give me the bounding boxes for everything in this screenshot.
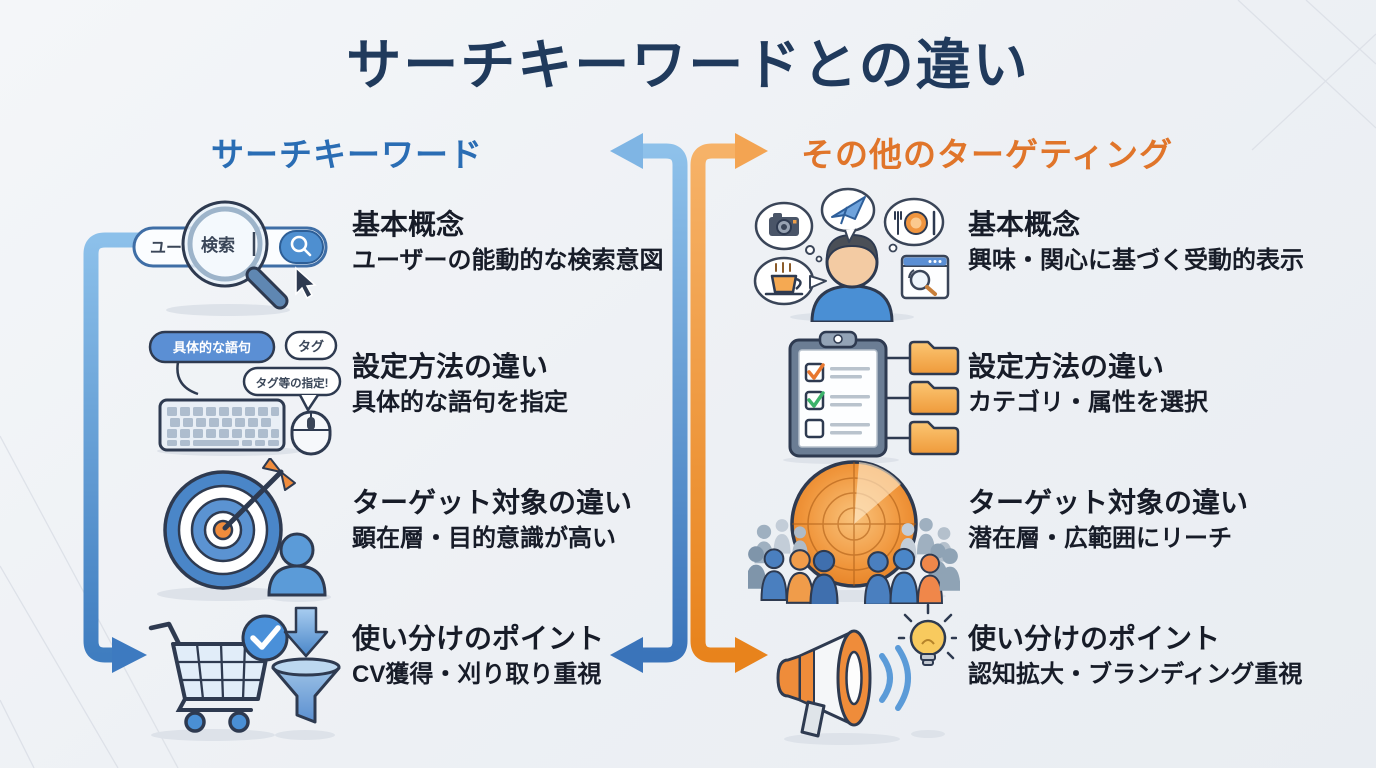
- item-description: 興味・関心に基づく受動的表示: [968, 247, 1304, 274]
- magnifier-query-text: 検索: [201, 235, 235, 255]
- checkmark-badge: [241, 614, 289, 662]
- down-arrow: [283, 606, 329, 658]
- left-row-target-audience: ターゲット対象の違い 顕在層・目的意識が高い: [352, 484, 632, 556]
- item-description: 具体的な語句を指定: [352, 389, 568, 416]
- left-row-usage-point: 使い分けのポイント CV獲得・刈り取り重視: [352, 620, 604, 692]
- item-description: カテゴリ・属性を選択: [968, 389, 1208, 416]
- radar-crowd-icon: [745, 452, 961, 609]
- person-silhouette: [279, 532, 315, 568]
- sound-wave: [879, 653, 893, 703]
- cart-funnel-icon: [133, 602, 343, 747]
- mouse-cursor-icon: [295, 266, 317, 300]
- left-column-header: サーチキーワード: [211, 136, 483, 173]
- item-heading: ターゲット対象の違い: [968, 487, 1249, 518]
- right-row-basic-concept: 基本概念 興味・関心に基づく受動的表示: [968, 206, 1304, 278]
- keyboard-tags-icon: 具体的な語句 タグ タグ等の指定!: [134, 326, 344, 461]
- lightbulb: [909, 619, 947, 657]
- left-row-basic-concept: 基本概念 ユーザーの能動的な検索意図: [352, 206, 664, 278]
- item-heading: 使い分けのポイント: [968, 623, 1221, 654]
- item-heading: 使い分けのポイント: [352, 623, 605, 654]
- dart-target-person-icon: [143, 457, 338, 608]
- item-heading: 基本概念: [352, 209, 465, 240]
- tag-phrase-bubble-text: タグ等の指定!: [256, 376, 329, 390]
- tag-speech-bubble-text: タグ: [298, 339, 324, 354]
- item-description: 潜在層・広範囲にリーチ: [968, 525, 1232, 552]
- right-column-header: その他のターゲティング: [800, 136, 1174, 173]
- page-title: サーチキーワードとの違い: [346, 34, 1030, 96]
- search-bar-magnifier-icon: ユー 検索: [128, 200, 333, 323]
- folder-icons: [908, 340, 960, 456]
- right-row-usage-point: 使い分けのポイント 認知拡大・ブランディング重視: [968, 620, 1302, 692]
- megaphone-handle: [800, 700, 826, 738]
- left-row-setup-method: 設定方法の違い 具体的な語句を指定: [352, 348, 568, 420]
- megaphone-bulb-icon: [752, 600, 958, 753]
- checklist-folders-icon: [766, 328, 961, 469]
- item-description: CV獲得・刈り取り重視: [352, 661, 602, 688]
- item-heading: 設定方法の違い: [352, 351, 549, 382]
- right-row-setup-method: 設定方法の違い カテゴリ・属性を選択: [968, 348, 1208, 420]
- right-row-target-audience: ターゲット対象の違い 潜在層・広範囲にリーチ: [968, 484, 1248, 556]
- item-description: ユーザーの能動的な検索意図: [352, 247, 664, 274]
- item-heading: 設定方法の違い: [968, 351, 1165, 382]
- item-heading: 基本概念: [968, 209, 1081, 240]
- interest-bubbles-person-icon: [752, 186, 952, 327]
- item-heading: ターゲット対象の違い: [352, 487, 633, 518]
- item-description: 顕在層・目的意識が高い: [352, 525, 616, 552]
- item-description: 認知拡大・ブランディング重視: [968, 661, 1303, 688]
- keyword-speech-bubble-text: 具体的な語句: [173, 340, 251, 355]
- search-input-text: ユー: [150, 240, 182, 257]
